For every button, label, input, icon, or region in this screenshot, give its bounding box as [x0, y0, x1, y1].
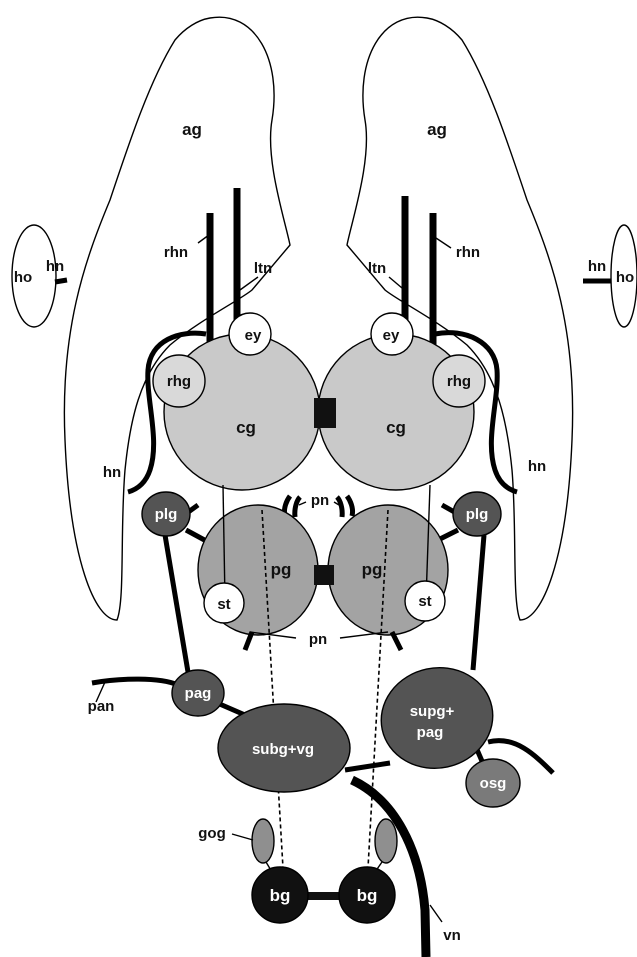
vn-leader — [430, 905, 442, 922]
pn-top-leader-left — [299, 502, 306, 505]
pg-commissure — [314, 565, 334, 585]
bg-left-label: bg — [270, 886, 291, 905]
plg-left-label: plg — [155, 506, 178, 523]
bg-right-label: bg — [357, 886, 378, 905]
hn-top-right-label: hn — [588, 258, 606, 275]
pag-label: pag — [185, 685, 212, 702]
cg-left-label: cg — [236, 418, 256, 437]
hn-mid-left-label: hn — [103, 464, 121, 481]
supg-pag-label-line1: supg+ — [410, 703, 455, 720]
supg-pag-label-line2: pag — [417, 724, 444, 741]
ag-left-label: ag — [182, 120, 202, 139]
gog-leader — [232, 834, 253, 840]
pg-right-label: pg — [362, 560, 383, 579]
rhn-left-label: rhn — [164, 244, 188, 261]
pn-top-left-nerve-b — [295, 497, 300, 517]
hn-mid-right-label: hn — [528, 458, 546, 475]
cg-commissure — [314, 398, 336, 428]
subg-to-supg — [345, 763, 390, 770]
subg-vg-label: subg+vg — [252, 741, 314, 758]
ho-left-label: ho — [14, 269, 32, 286]
hn-top-left-label: hn — [46, 258, 64, 275]
gog-left — [252, 819, 274, 863]
gog-right — [375, 819, 397, 863]
rhg-left-label: rhg — [167, 373, 191, 390]
plg-right-to-supg — [473, 535, 484, 670]
pn-top-right-nerve-b — [337, 497, 342, 517]
gog-label: gog — [198, 825, 226, 842]
ey-left-label: ey — [245, 327, 262, 344]
st-left-label: st — [217, 596, 230, 613]
hn-top-left-nerve — [55, 280, 67, 282]
pn-bottom-left-nerve — [245, 632, 252, 650]
pn-top-label: pn — [311, 492, 329, 509]
ltn-right-label: ltn — [368, 260, 386, 277]
rhg-right-label: rhg — [447, 373, 471, 390]
plg-left-to-pag — [165, 535, 188, 672]
cg-right-label: cg — [386, 418, 406, 437]
ag-right-label: ag — [427, 120, 447, 139]
pan-label: pan — [88, 698, 115, 715]
rhn-right-label: rhn — [456, 244, 480, 261]
pg-left-label: pg — [271, 560, 292, 579]
vn-label: vn — [443, 927, 461, 944]
plg-right-label: plg — [466, 506, 489, 523]
osg-label: osg — [480, 775, 507, 792]
ho-right-label: ho — [616, 269, 634, 286]
st-right-label: st — [418, 593, 431, 610]
ltn-left-label: ltn — [254, 260, 272, 277]
pn-top-right-nerve-a — [347, 496, 353, 516]
pn-bottom-label: pn — [309, 631, 327, 648]
ey-right-label: ey — [383, 327, 400, 344]
